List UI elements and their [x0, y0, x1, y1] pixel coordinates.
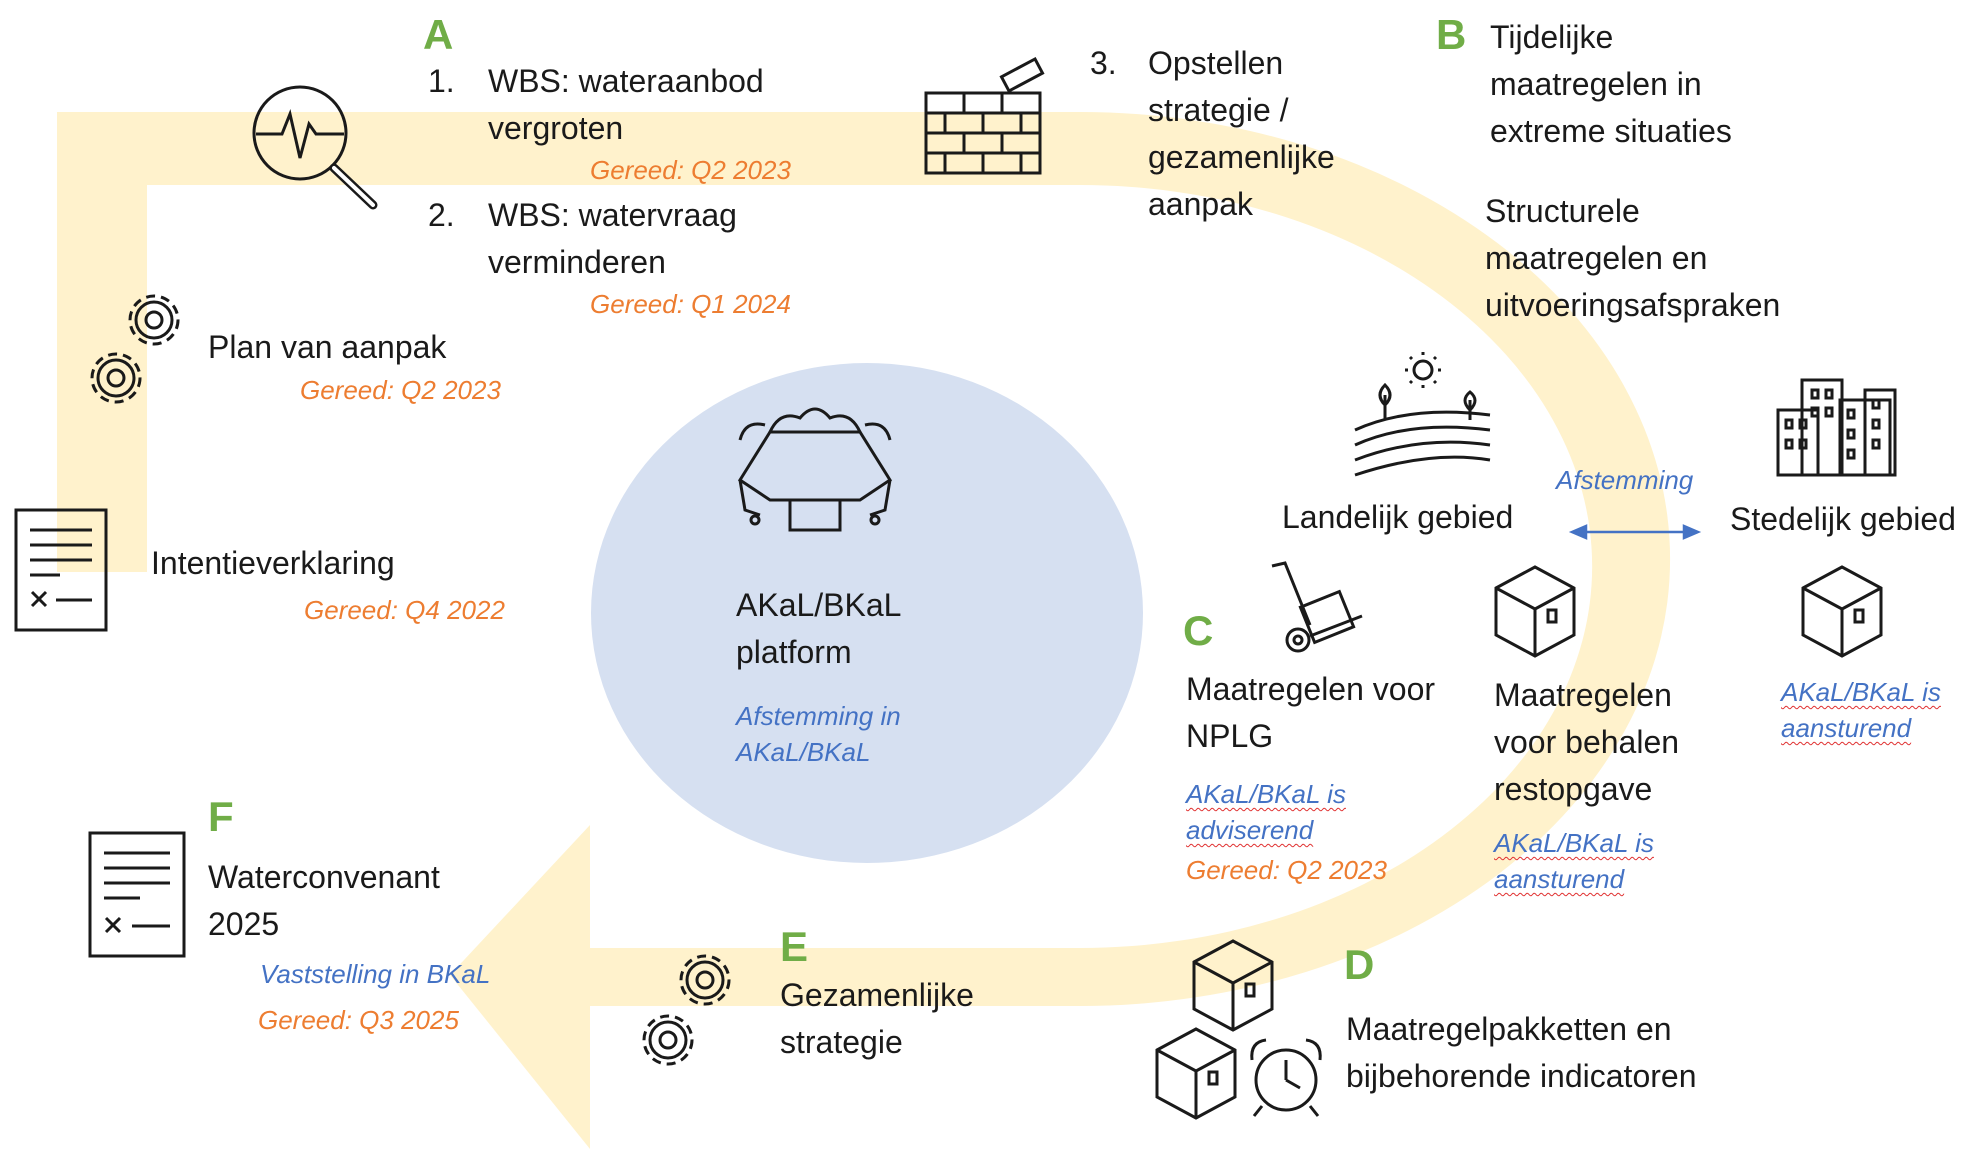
urban-role: AKaL/BKaL is aansturend: [1781, 677, 1941, 743]
band-arrow-head: [450, 825, 590, 1149]
intent-deadline: Gereed: Q4 2022: [304, 595, 505, 625]
section-letter-e: E: [780, 923, 809, 970]
double-arrow-icon: [1568, 524, 1702, 540]
document-signature-icon: [14, 508, 108, 632]
urban-area-label: Stedelijk gebied: [1730, 501, 1956, 537]
section-letter-b: B: [1436, 11, 1467, 58]
structural-measures-label: Structurele maatregelen en uitvoeringsaf…: [1485, 193, 1781, 323]
section-letter-c: C: [1183, 607, 1214, 654]
rest-task-measures-label: Maatregelen voor behalen restopgave: [1494, 677, 1680, 807]
step-3-label: Opstellen strategie / gezamenlijke aanpa…: [1148, 45, 1335, 222]
box-icon: [1155, 1027, 1237, 1120]
alarm-clock-icon: [1250, 1038, 1322, 1117]
nplg-role: AKaL/BKaL is adviserend: [1186, 779, 1346, 845]
plan-label: Plan van aanpak: [208, 329, 447, 365]
water-covenant-label: Waterconvenant 2025: [208, 859, 440, 942]
step-1-label: WBS: wateraanbod vergroten: [488, 63, 764, 146]
brick-wall-icon: [924, 56, 1045, 175]
city-buildings-icon: [1776, 378, 1897, 477]
meeting-table-icon: [737, 407, 893, 532]
covenant-deadline: Gereed: Q3 2025: [258, 1005, 459, 1035]
box-icon: [1192, 939, 1274, 1032]
hand-truck-icon: [1271, 561, 1363, 653]
joint-strategy-label: Gezamenlijke strategie: [780, 977, 974, 1060]
item-number: 2.: [428, 197, 455, 233]
nplg-deadline: Gereed: Q2 2023: [1186, 855, 1387, 885]
gears-icon: [90, 294, 180, 404]
document-signature-icon: [88, 831, 186, 958]
temporary-measures-label: Tijdelijke maatregelen in extreme situat…: [1490, 19, 1732, 149]
gears-icon: [642, 954, 731, 1066]
platform-title: AKaL/BKaL platform: [736, 587, 902, 670]
magnifier-pulse-icon: [252, 85, 378, 210]
farmland-icon: [1354, 352, 1491, 477]
platform-circle: [591, 363, 1143, 863]
box-icon: [1801, 565, 1883, 658]
item-number: 3.: [1090, 45, 1117, 81]
section-letter-a: A: [423, 11, 454, 58]
intent-label: Intentieverklaring: [151, 545, 395, 581]
measure-packages-label: Maatregelpakketten en bijbehorende indic…: [1346, 1011, 1697, 1094]
section-letter-d: D: [1344, 941, 1375, 988]
step-1-deadline: Gereed: Q2 2023: [590, 155, 791, 185]
platform-note: Afstemming in AKaL/BKaL: [736, 701, 901, 767]
item-number: 1.: [428, 63, 455, 99]
section-letter-f: F: [208, 793, 234, 840]
box-icon: [1494, 565, 1576, 658]
rural-area-label: Landelijk gebied: [1282, 499, 1514, 535]
covenant-adoption: Vaststelling in BKaL: [260, 959, 491, 989]
step-2-label: WBS: watervraag verminderen: [488, 197, 737, 280]
rest-task-role: AKaL/BKaL is aansturend: [1494, 828, 1654, 894]
nplg-measures-label: Maatregelen voor NPLG: [1186, 671, 1436, 754]
process-band: [57, 112, 1671, 1149]
plan-deadline: Gereed: Q2 2023: [300, 375, 501, 405]
step-2-deadline: Gereed: Q1 2024: [590, 289, 791, 319]
coordination-label: Afstemming: [1556, 465, 1694, 495]
